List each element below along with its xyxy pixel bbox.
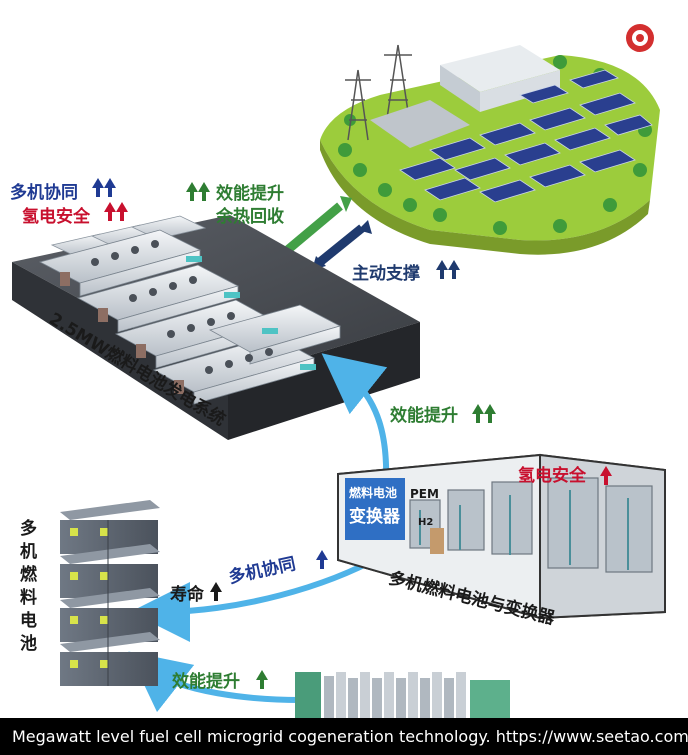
- svg-text:燃: 燃: [20, 564, 38, 585]
- svg-text:多: 多: [20, 518, 37, 539]
- label-multi-coop-bottom: 多机协同: [227, 553, 298, 588]
- label-efficiency-heat: 效能提升: [216, 183, 284, 204]
- converter-box: [345, 478, 405, 540]
- up-arrow-icon: [436, 260, 460, 279]
- diagram-scene: 多机协同 氢电安全 效能提升 余热回收 主动支撑 2.5MW燃料电池发电系统 效…: [10, 24, 666, 718]
- label-efficiency-bottom: 效能提升: [172, 671, 240, 692]
- fuel-cell-stacks: [60, 500, 160, 686]
- label-lifetime: 寿命: [170, 584, 205, 605]
- up-arrow-icon: [92, 178, 116, 197]
- up-arrow-icon: [316, 550, 328, 569]
- label-h2: H2: [418, 517, 433, 528]
- image-caption: Megawatt level fuel cell microgrid cogen…: [0, 718, 688, 755]
- svg-text:池: 池: [20, 633, 37, 654]
- up-arrow-icon: [186, 182, 210, 201]
- up-arrow-icon: [600, 466, 612, 485]
- seetao-logo-icon: [626, 24, 654, 52]
- label-efficiency-mid: 效能提升: [390, 405, 458, 426]
- bottom-efficiency-flow-arrow: [128, 651, 301, 713]
- label-stack-name: 多 机 燃 料 电 池: [20, 518, 38, 654]
- power-system-platform: [12, 215, 420, 440]
- svg-text:料: 料: [20, 587, 37, 608]
- label-converter-line1: 燃料电池: [349, 485, 397, 500]
- up-arrow-icon: [256, 670, 268, 689]
- up-arrow-icon: [210, 582, 222, 601]
- label-multi-coop-top: 多机协同: [10, 182, 78, 203]
- up-arrow-icon: [472, 404, 496, 423]
- label-waste-heat: 余热回收: [215, 206, 284, 227]
- svg-text:电: 电: [20, 610, 37, 631]
- generator-module-row: [38, 229, 342, 405]
- label-h2-safety-right: 氢电安全: [518, 465, 587, 486]
- label-converter-line2: 变换器: [349, 506, 401, 527]
- fuel-cell-plates: [295, 672, 510, 718]
- up-arrow-icon: [104, 202, 128, 221]
- svg-text:机: 机: [20, 541, 37, 562]
- label-h2-safety-top: 氢电安全: [22, 206, 91, 227]
- solar-farm-island: [320, 44, 660, 255]
- fuel-cell-container: [337, 453, 666, 620]
- label-active-support: 主动支撑: [352, 263, 420, 284]
- label-pem: PEM: [410, 487, 439, 501]
